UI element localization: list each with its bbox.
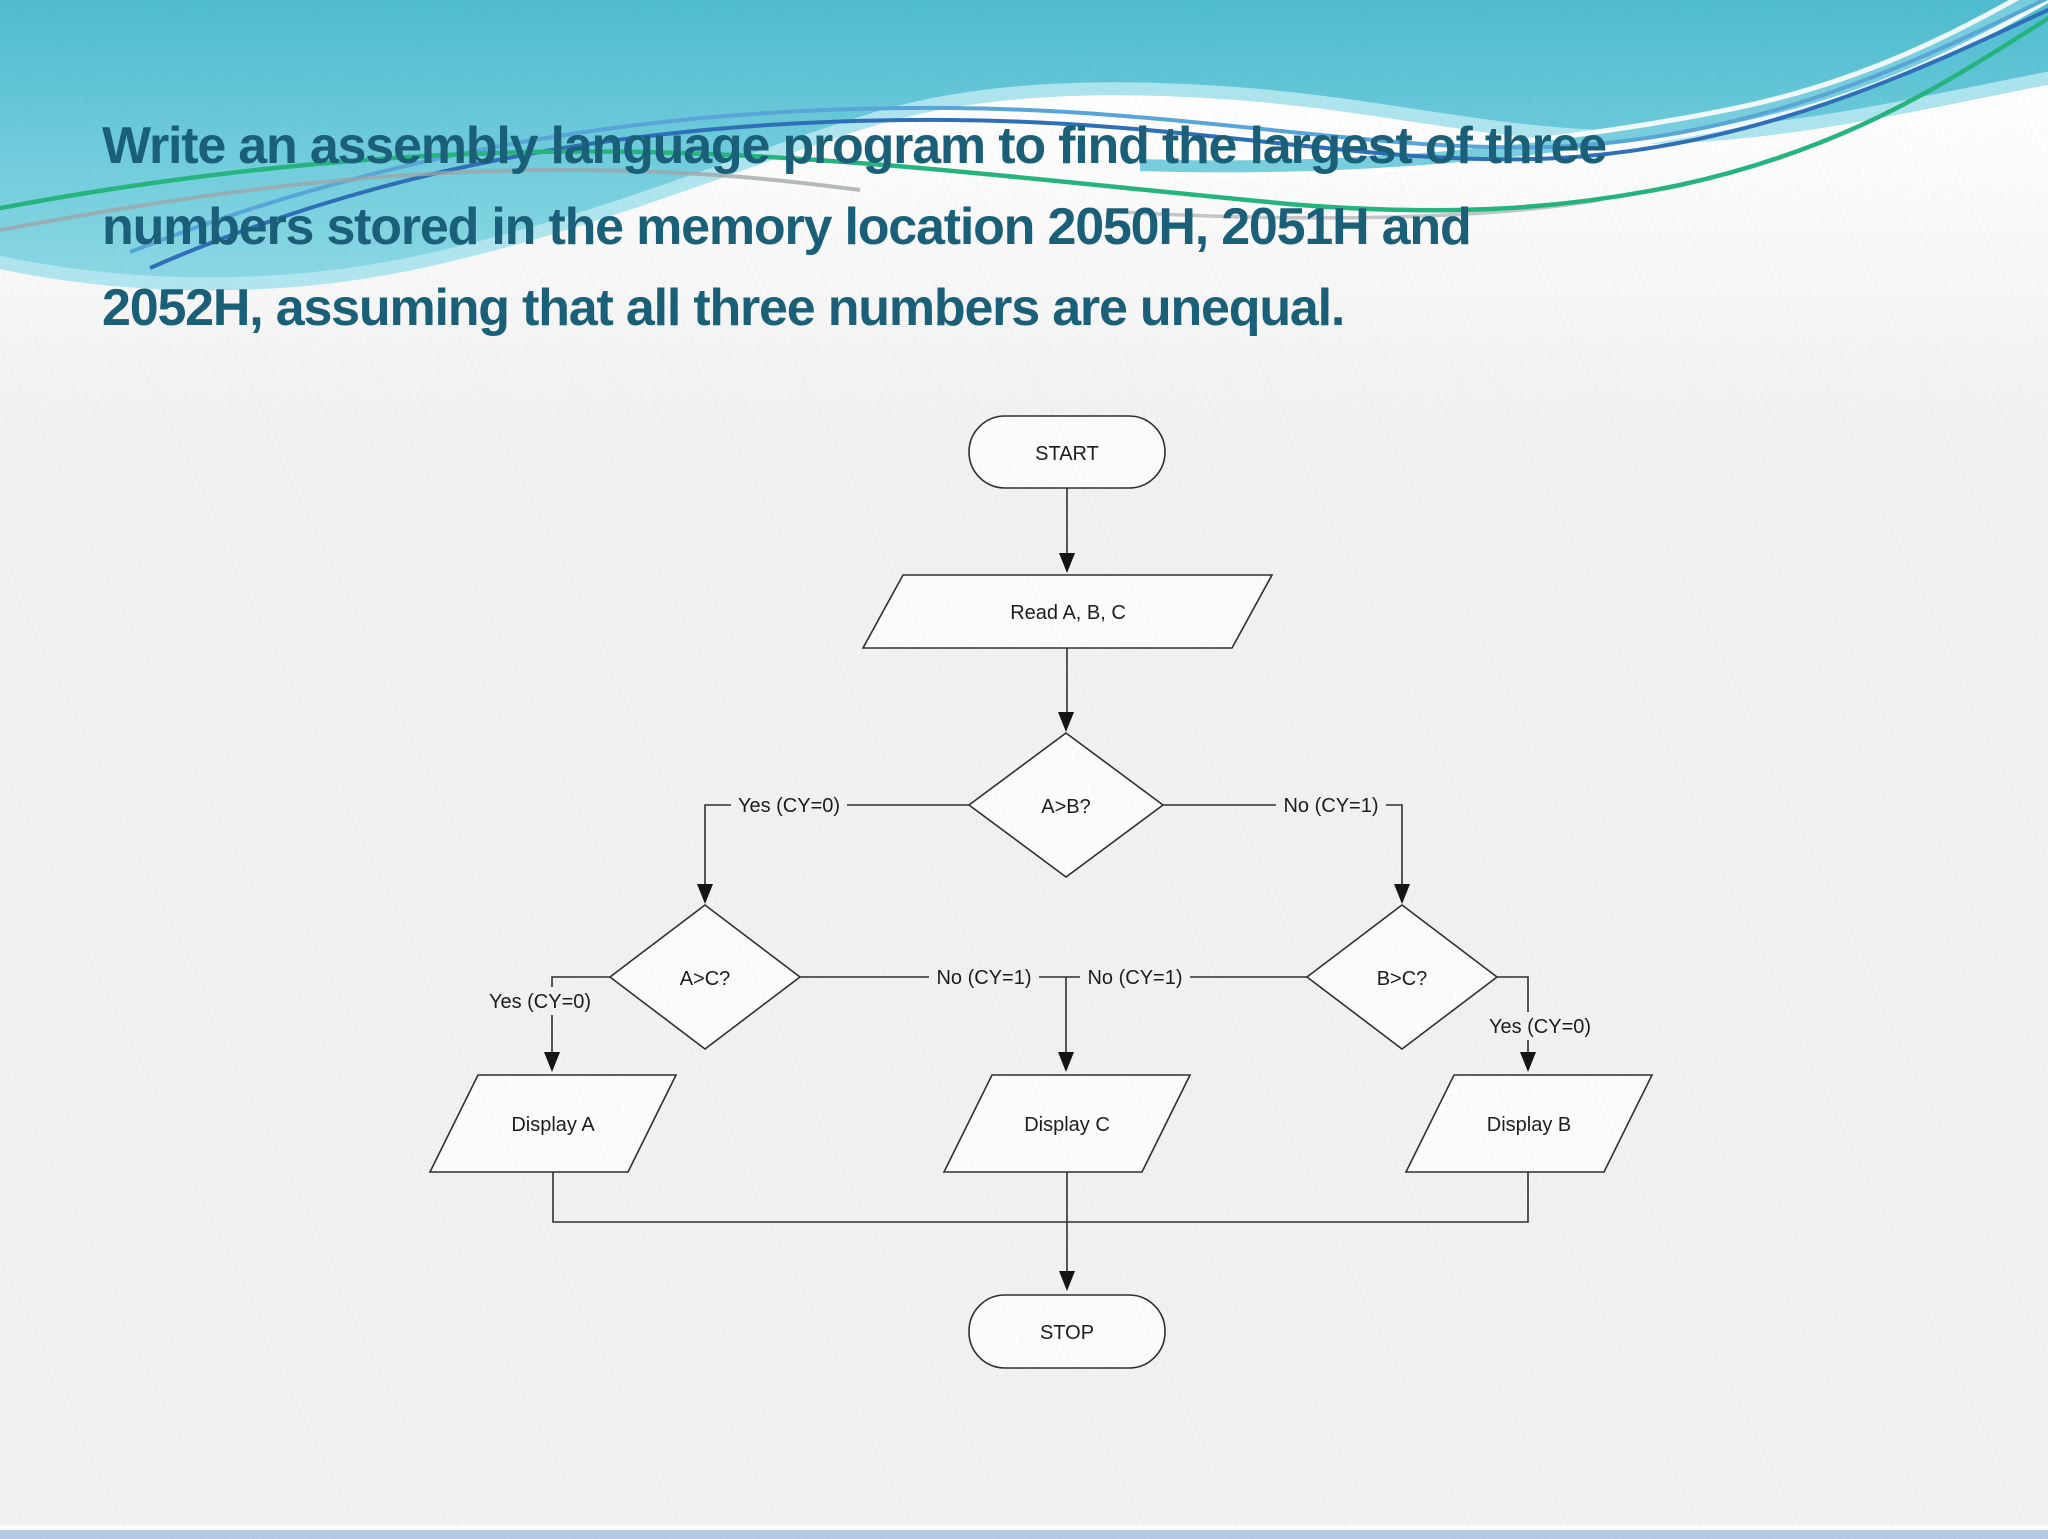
edge-label-a-gt-c-yes: Yes (CY=0): [482, 987, 598, 1015]
title-line-2: numbers stored in the memory location 20…: [102, 198, 1472, 256]
arrowhead: [1058, 712, 1074, 732]
bottom-edge-strip: [0, 1525, 2048, 1539]
node-decision-b-gt-c: B>C?: [1305, 903, 1499, 1051]
svg-text:No (CY=1): No (CY=1): [1283, 795, 1378, 817]
node-start-label: START: [1035, 443, 1099, 465]
node-decision-a-gt-b: A>B?: [967, 732, 1165, 878]
edge-label-a-gt-c-no: No (CY=1): [929, 963, 1039, 991]
node-display-b-label: Display B: [1487, 1114, 1571, 1136]
blue-curve-line-upper: [129, 0, 2048, 254]
arrowhead: [1059, 1271, 1075, 1291]
node-decision-a-gt-c: A>C?: [608, 903, 802, 1051]
bottom-edge-highlight: [0, 1525, 2048, 1530]
edge-agtb-no: [1163, 804, 1403, 885]
node-display-a: Display A: [428, 1074, 678, 1173]
flowchart: START Read A, B, C A>B? A>C? B>C? Displa: [428, 415, 1654, 1369]
svg-text:No (CY=1): No (CY=1): [936, 967, 1031, 989]
slide-title: Write an assembly language program to fi…: [102, 106, 1607, 349]
node-a-gt-c-label: A>C?: [680, 968, 731, 990]
header-wave-decoration: [0, 0, 2048, 600]
edge-label-a-gt-b-yes: Yes (CY=0): [731, 791, 847, 819]
node-display-c: Display C: [942, 1074, 1192, 1173]
node-display-c-label: Display C: [1024, 1114, 1110, 1136]
node-display-a-label: Display A: [511, 1114, 595, 1136]
svg-text:Yes (CY=0): Yes (CY=0): [738, 795, 840, 817]
node-a-gt-b-label: A>B?: [1041, 796, 1090, 818]
main-white-wave: [0, 84, 2048, 600]
bottom-edge-line: [0, 1530, 2048, 1539]
node-display-b: Display B: [1404, 1074, 1654, 1173]
gray-curve-line-left: [0, 167, 861, 233]
edge-label-a-gt-b-no: No (CY=1): [1276, 791, 1386, 819]
title-line-1: Write an assembly language program to fi…: [102, 117, 1607, 175]
arrowhead: [1059, 553, 1075, 573]
node-b-gt-c-label: B>C?: [1377, 968, 1428, 990]
node-stop: STOP: [968, 1294, 1166, 1369]
svg-text:No (CY=1): No (CY=1): [1087, 967, 1182, 989]
arrowhead: [1394, 884, 1410, 904]
node-stop-label: STOP: [1040, 1322, 1094, 1344]
arrowhead: [697, 884, 713, 904]
svg-text:Yes (CY=0): Yes (CY=0): [1489, 1016, 1591, 1038]
arrowhead: [1058, 1052, 1074, 1072]
edge-label-b-gt-c-yes: Yes (CY=0): [1482, 1012, 1598, 1040]
title-line-3: 2052H, assuming that all three numbers a…: [102, 279, 1345, 337]
edge-label-b-gt-c-no: No (CY=1): [1080, 963, 1190, 991]
blue-curve-line-lower: [149, 7, 2048, 270]
node-start: START: [968, 415, 1166, 489]
svg-text:Yes (CY=0): Yes (CY=0): [489, 991, 591, 1013]
node-read-abc: Read A, B, C: [861, 574, 1274, 649]
arrowhead: [1520, 1052, 1536, 1072]
edge-agtc-yes: [551, 976, 610, 1053]
green-curve-line: [0, 15, 2048, 213]
arrowhead: [544, 1052, 560, 1072]
node-read-abc-label: Read A, B, C: [1010, 602, 1126, 624]
edge-collector: [552, 1172, 1529, 1223]
edge-agtb-yes: [704, 804, 969, 885]
